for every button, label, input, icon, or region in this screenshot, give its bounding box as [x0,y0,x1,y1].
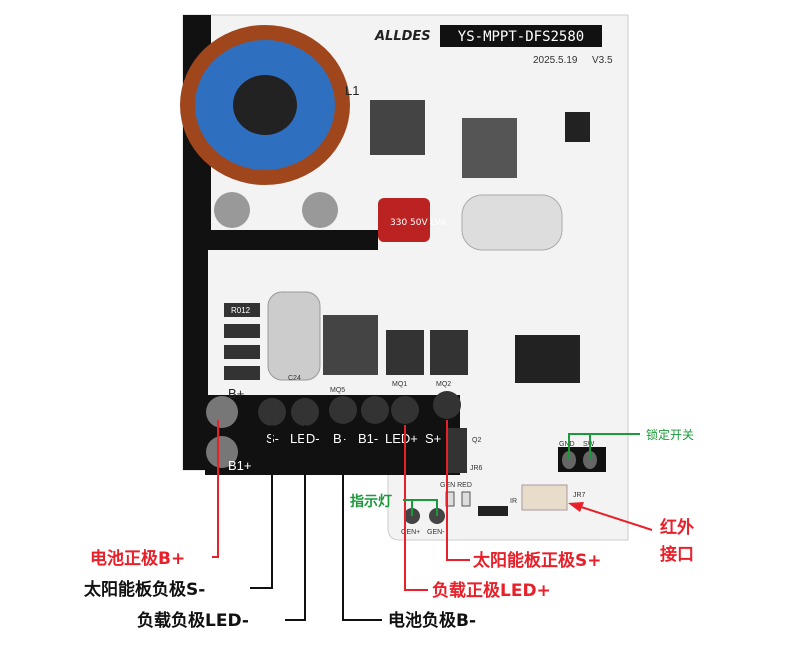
label-battery-negative: 电池负极B- [388,610,476,631]
silk-b-plus: B+ [228,386,244,401]
silk-mq1: MQ1 [392,381,407,388]
brand-logo: ALLDES [374,29,431,44]
mosfet [462,118,517,178]
silk-jr7: JR7 [573,492,586,499]
silk-mq2: MQ2 [436,381,451,388]
annotation-lines [212,420,653,621]
silk-sw: SW [583,441,595,448]
shunt-resistors: R012 [224,303,260,380]
electrolytic-capacitor [461,194,563,251]
mosfet [386,330,424,375]
silk-jr6: JR6 [470,465,483,472]
board-version: V3.5 [592,55,613,66]
silk-gen-red: GEN RED [440,482,472,489]
led [461,491,471,507]
label-battery-positive: 电池正极B+ [90,548,185,569]
pcb-board: YS-MPPT-DFS2580 ALLDES 2025.5.19 V3.5 L1… [180,14,629,541]
label-load-negative: 负载负极LED- [137,610,249,631]
jumper-jr6 [447,428,467,473]
ir-connector [521,484,568,511]
label-lock-switch: 锁定开关 [646,427,694,442]
label-load-positive: 负载正极LED+ [432,580,551,601]
inductor-label: L1 [345,83,359,98]
resistor-marking: R012 [231,306,251,315]
electrolytic-capacitor [378,198,430,242]
mosfet [323,315,378,375]
silk-gen-minus: GEN- [427,529,445,536]
silk-c24: C24 [288,375,301,382]
ic-chip [565,112,590,142]
label-infrared-port-2: 接口 [660,544,694,565]
ic-chip [515,335,580,383]
label-infrared-port: 红外 [660,517,694,538]
terminal-holes [206,391,461,468]
label-solar-positive: 太阳能板正极S+ [473,550,602,571]
silk-s-plus: S+ [425,431,441,446]
silk-gen-plus: GEN+ [401,529,420,536]
model-label-box [440,25,602,47]
silk-b-minus: B- [333,431,346,446]
mosfet [370,100,425,155]
silk-b1-minus: B1- [358,431,378,446]
mosfet [430,330,468,375]
model-label: YS-MPPT-DFS2580 [458,29,584,45]
silk-b1-plus: B1+ [228,458,252,473]
silk-led-plus: LED+ [385,431,418,446]
toroid-inductor: L1 [180,25,359,228]
board-date: 2025.5.19 [533,55,578,66]
label-indicator-light: 指示灯 [350,493,392,510]
silk-mq5: MQ5 [330,387,345,394]
silk-q2: Q2 [472,437,481,444]
silk-ir: IR [510,498,517,505]
electrolytic-capacitor [267,291,321,381]
label-solar-negative: 太阳能板负极S- [84,579,205,600]
capacitor-marking: 330 50V LVA [390,218,447,228]
silk-gnd: GND [559,441,575,448]
